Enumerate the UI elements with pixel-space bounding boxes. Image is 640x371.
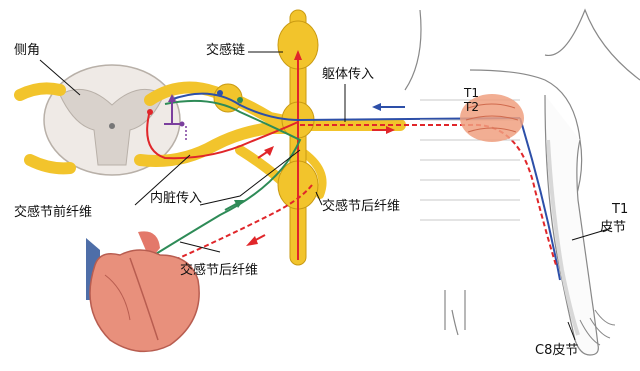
t1-label: T1 [464,86,479,100]
c8-dermatome-label: C8皮节 [535,344,578,358]
visceral-afferent-arrow [225,200,244,210]
visceral-afferent-label: 内脏传入 [150,192,202,206]
lateral-horn-label: 侧角 [14,44,40,58]
sympathetic-chain [278,10,318,265]
somatic-afferent-label: 躯体传入 [322,68,374,82]
sympathetic-chain-label: 交感链 [206,44,245,58]
t1-dermatome-label-a: T1 [612,203,628,217]
t1-dermatome-label-b: 皮节 [600,221,626,235]
preganglionic-fiber-label: 交感节前纤维 [14,206,92,220]
somatic-afferent-arrow [372,103,405,111]
postganglionic-fiber-label-lower: 交感节后纤维 [180,264,258,278]
heart-illustration [86,231,199,351]
t2-label: T2 [464,100,479,114]
postganglionic-fiber-label-upper: 交感节后纤维 [322,200,400,214]
postganglionic-fiber-somatic [300,125,556,265]
human-torso-outline [405,10,640,355]
